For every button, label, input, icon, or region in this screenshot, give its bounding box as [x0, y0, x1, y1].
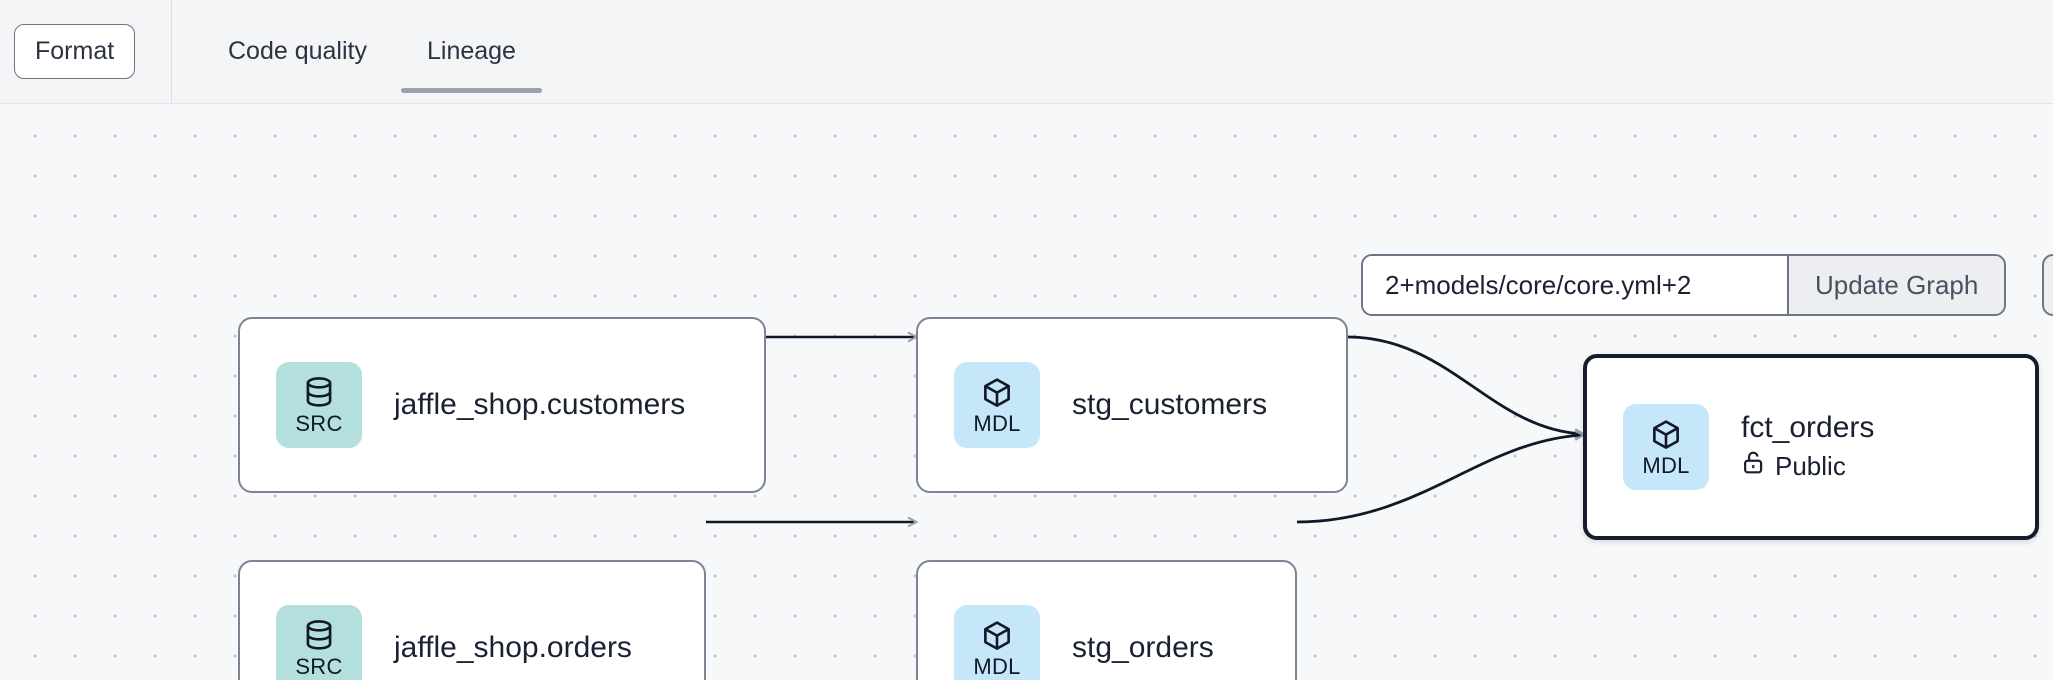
badge-mdl: MDL [954, 605, 1040, 680]
node-jaffle-shop-customers[interactable]: SRC jaffle_shop.customers [238, 317, 766, 493]
badge-mdl-label: MDL [1642, 452, 1690, 478]
node-jaffle-shop-orders[interactable]: SRC jaffle_shop.orders [238, 560, 706, 680]
tab-code-quality[interactable]: Code quality [224, 0, 371, 103]
badge-src-label: SRC [295, 410, 343, 436]
lineage-edges [706, 104, 2053, 680]
database-icon [302, 619, 336, 655]
top-toolbar: Format Code quality Lineage [0, 0, 2053, 104]
database-icon [302, 376, 336, 412]
badge-src: SRC [276, 605, 362, 680]
lineage-canvas[interactable]: SRC jaffle_shop.customers MDL stg_custom… [0, 104, 2053, 680]
unlock-icon [1741, 449, 1766, 483]
node-stg-orders[interactable]: MDL stg_orders [916, 560, 1297, 680]
cube-icon [980, 619, 1014, 655]
node-body: stg_orders [1072, 631, 1214, 666]
badge-src: SRC [276, 362, 362, 448]
node-visibility: Public [1741, 449, 1874, 483]
tab-bar: Code quality Lineage [172, 0, 542, 103]
format-button[interactable]: Format [14, 24, 136, 79]
node-stg-customers[interactable]: MDL stg_customers [916, 317, 1348, 493]
node-body: stg_customers [1072, 388, 1267, 423]
node-title: jaffle_shop.customers [394, 387, 686, 421]
side-panel-edge[interactable] [2042, 254, 2053, 316]
graph-selector: Update Graph [1361, 254, 2007, 316]
node-title: stg_orders [1072, 630, 1214, 664]
node-visibility-label: Public [1775, 450, 1846, 481]
badge-src-label: SRC [295, 653, 343, 679]
node-body: jaffle_shop.orders [394, 631, 632, 666]
badge-mdl-label: MDL [973, 653, 1021, 679]
cube-icon [1649, 418, 1683, 454]
node-title: jaffle_shop.orders [394, 630, 632, 664]
edge-stg-orders-to-fct-orders [1296, 435, 1583, 524]
badge-mdl: MDL [954, 362, 1040, 448]
badge-mdl: MDL [1623, 404, 1709, 490]
node-title: fct_orders [1741, 410, 1875, 444]
cube-icon [980, 376, 1014, 412]
tab-lineage-label: Lineage [426, 37, 516, 65]
selector-input[interactable] [1363, 256, 1787, 314]
node-fct-orders[interactable]: MDL fct_orders Public [1583, 354, 2039, 540]
badge-mdl-label: MDL [973, 410, 1021, 436]
node-title: stg_customers [1072, 387, 1268, 421]
update-graph-button[interactable]: Update Graph [1787, 256, 2005, 314]
format-button-zone: Format [0, 0, 172, 103]
node-body: jaffle_shop.customers [394, 388, 685, 423]
node-body: fct_orders Public [1741, 411, 1874, 484]
tab-code-quality-label: Code quality [228, 37, 367, 65]
edge-stg-customers-to-fct-orders [1346, 335, 1583, 434]
tab-lineage[interactable]: Lineage [400, 0, 542, 103]
